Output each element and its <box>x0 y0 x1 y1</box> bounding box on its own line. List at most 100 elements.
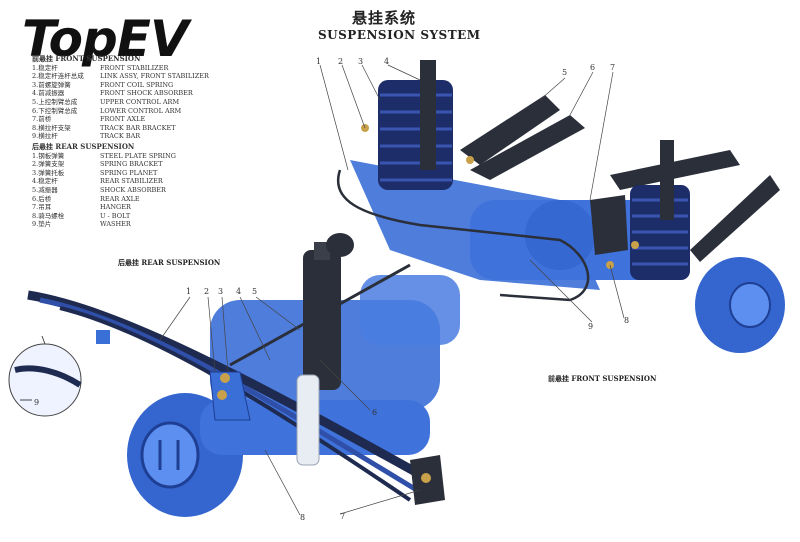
legend-rear-item-en: SPRING BRACKET <box>100 160 163 169</box>
legend-rear-item-cn: 吊耳 <box>38 203 52 212</box>
rear-spring-bracket <box>209 371 251 421</box>
rear-shock-absorber <box>296 233 354 466</box>
legend-rear-item-no: 7. <box>32 203 39 212</box>
front-bolts <box>361 124 639 269</box>
callout-rear-2: 2 <box>204 287 210 296</box>
legend-rear-item-cn: 钢板弹簧 <box>38 151 65 160</box>
legend-front-item-no: 3. <box>32 80 39 89</box>
legend-rear-item-no: 3. <box>32 168 39 177</box>
legend-front-item-en: UPPER CONTROL ARM <box>100 97 180 106</box>
legend-rear-item-cn: 弹簧支架 <box>38 160 65 169</box>
legend-front-item-en: FRONT COIL SPRING <box>100 80 174 89</box>
legend-rear-item: 1.钢板弹簧 STEEL PLATE SPRING <box>32 152 210 161</box>
legend-rear-item-cn: 弹簧托板 <box>38 168 65 177</box>
callout-front-5: 5 <box>562 68 568 77</box>
legend-front-item-no: 2. <box>32 72 39 81</box>
leader-lines <box>159 64 625 516</box>
brand-logo: TopEV <box>22 10 189 68</box>
caption-rear: 后悬挂 REAR SUSPENSION <box>118 258 221 267</box>
legend-front-item-en: TRACK BAR BRACKET <box>100 123 176 132</box>
callout-rear-6: 6 <box>372 408 378 417</box>
legend-front-item: 7.前桥 FRONT AXLE <box>32 115 210 124</box>
legend-front-item-en: FRONT AXLE <box>100 115 146 124</box>
legend-front-item-no: 6. <box>32 106 39 115</box>
legend-rear-item-no: 1. <box>32 151 39 160</box>
legend-front-item-no: 4. <box>32 89 39 98</box>
legend-rear-item-no: 4. <box>32 177 39 186</box>
legend-rear-item: 2.弹簧支架 SPRING BRACKET <box>32 160 210 169</box>
legend-front-item-no: 1. <box>32 63 39 72</box>
rear-hanger <box>410 455 445 505</box>
callout-front-3: 3 <box>358 57 364 66</box>
legend-front-item-no: 7. <box>32 115 39 124</box>
callout-rear-9: 9 <box>34 398 40 407</box>
front-upper-control-arm <box>460 95 740 190</box>
legend-rear-item-no: 2. <box>32 160 39 169</box>
legend-front-item-cn: 横拉杆 <box>38 132 58 141</box>
callout-front-9: 9 <box>588 322 594 331</box>
caption-front: 前悬挂 FRONT SUSPENSION <box>548 374 657 383</box>
legend-front-item-en: LOWER CONTROL ARM <box>100 106 182 115</box>
legend-rear-item-cn: 稳定杆 <box>38 177 58 186</box>
legend-front-item-en: TRACK BAR <box>100 132 141 141</box>
legend-front-item-en: FRONT STABILIZER <box>100 63 169 72</box>
legend-rear-header: 后悬挂 REAR SUSPENSION <box>32 141 135 151</box>
washer-inset <box>8 335 82 417</box>
legend-rear-item-en: WASHER <box>100 220 131 229</box>
legend-front-item: 6.下控制臂总成 LOWER CONTROL ARM <box>32 107 210 116</box>
legend-rear-item-cn: 骑马螺栓 <box>38 211 65 220</box>
legend-front-item-cn: 横拉杆支架 <box>38 123 71 132</box>
callout-rear-4: 4 <box>236 287 242 296</box>
callout-front-1: 1 <box>316 57 322 66</box>
callout-rear-5: 5 <box>252 287 258 296</box>
legend-rear-item: 4.稳定杆 REAR STABILIZER <box>32 177 210 186</box>
callout-rear-8: 8 <box>300 513 306 522</box>
legend-rear-item: 6.后桥 REAR AXLE <box>32 195 210 204</box>
legend-rear-list: 1.钢板弹簧 STEEL PLATE SPRING 2.弹簧支架 SPRING BRA… <box>32 152 210 229</box>
legend-rear-item-cn: 后桥 <box>38 194 52 203</box>
legend-rear-item-no: 5. <box>32 185 39 194</box>
legend-front-item: 8.横拉杆支架 TRACK BAR BRACKET <box>32 124 210 133</box>
legend-front-item-en: FRONT SHOCK ABSORBER <box>100 89 193 98</box>
callout-rear-3: 3 <box>218 287 224 296</box>
legend-rear-item-en: STEEL PLATE SPRING <box>100 151 177 160</box>
callout-front-2: 2 <box>338 57 344 66</box>
legend-rear-item-en: REAR STABILIZER <box>100 177 163 186</box>
legend-rear-item-no: 6. <box>32 194 39 203</box>
callout-rear-7: 7 <box>340 512 346 521</box>
legend-front-item-cn: 稳定杆连杆总成 <box>38 72 84 81</box>
legend-front-item-cn: 前螺旋弹簧 <box>38 80 71 89</box>
legend-front-item-no: 8. <box>32 123 39 132</box>
legend-rear-item-en: SPRING PLANET <box>100 168 158 177</box>
legend-rear-item-en: REAR AXLE <box>100 194 140 203</box>
callout-rear-1: 1 <box>186 287 192 296</box>
legend-rear-item-no: 8. <box>32 211 39 220</box>
legend-rear-item-no: 9. <box>32 220 39 229</box>
front-coil-spring-right <box>630 140 690 280</box>
callout-front-8: 8 <box>624 316 630 325</box>
legend-front-item-cn: 下控制臂总成 <box>38 106 78 115</box>
front-lower-control-arm <box>690 175 780 262</box>
legend-front-item-cn: 前桥 <box>38 115 52 124</box>
legend-front-item: 3.前螺旋弹簧 FRONT COIL SPRING <box>32 81 210 90</box>
legend-front-item-en: LINK ASSY, FRONT STABILIZER <box>100 72 209 81</box>
title-english: SUSPENSION SYSTEM <box>318 28 481 42</box>
legend-rear-item-en: U - BOLT <box>100 211 131 220</box>
front-coil-spring-left <box>378 60 453 190</box>
legend-rear-item: 8.骑马螺栓 U - BOLT <box>32 212 210 221</box>
front-track-bar-bracket <box>590 195 628 255</box>
callout-front-6: 6 <box>590 63 596 72</box>
legend-front-item: 2.稳定杆连杆总成 LINK ASSY, FRONT STABILIZER <box>32 72 210 81</box>
legend-rear-item-cn: 减振器 <box>38 185 58 194</box>
title-chinese: 悬挂系统 <box>352 9 417 27</box>
legend-rear-item: 3.弹簧托板 SPRING PLANET <box>32 169 210 178</box>
